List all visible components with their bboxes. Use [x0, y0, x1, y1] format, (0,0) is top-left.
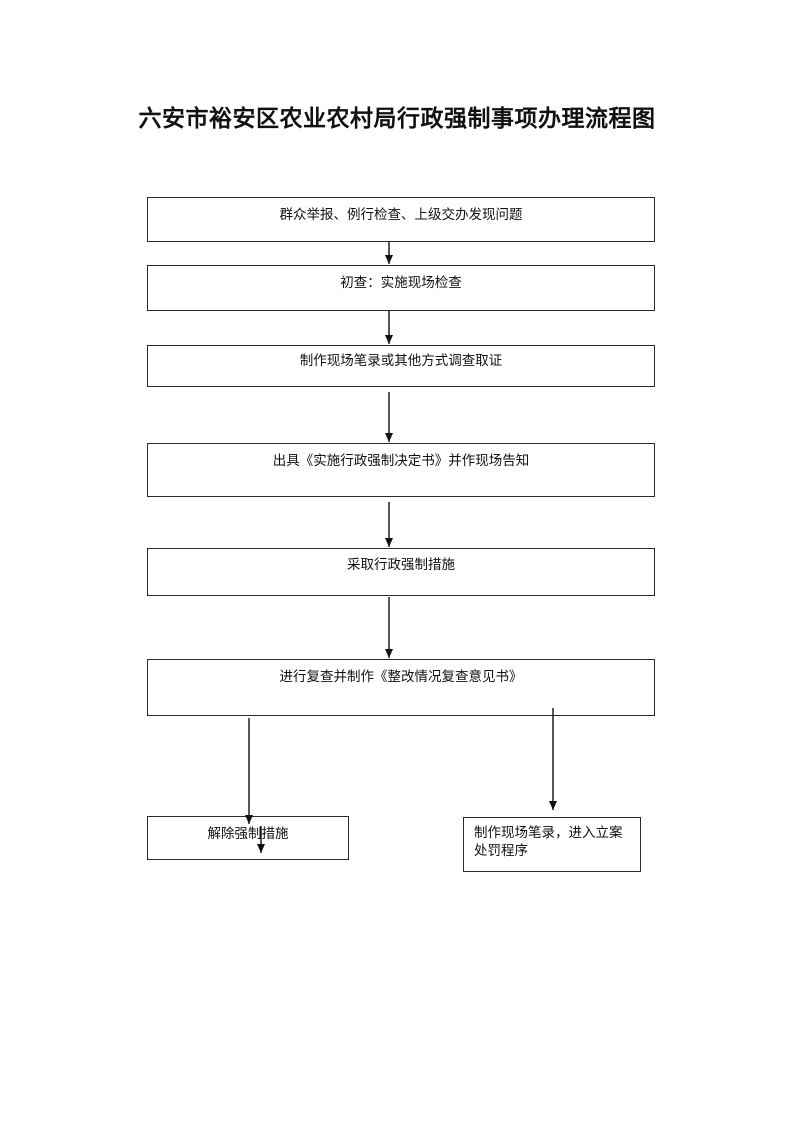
- step-initial-inspection: 初查：实施现场检查: [147, 265, 655, 311]
- step-label: 采取行政强制措施: [347, 557, 455, 573]
- outcome-lift-measures: 解除强制措施: [147, 816, 349, 860]
- outcome-penalty-procedure: 制作现场笔录，进入立案处罚程序: [463, 817, 641, 872]
- step-label: 进行复查并制作《整改情况复查意见书》: [279, 669, 523, 685]
- outcome-label: 制作现场笔录，进入立案处罚程序: [474, 825, 623, 859]
- step-review: 进行复查并制作《整改情况复查意见书》: [147, 659, 655, 716]
- step-label: 制作现场笔录或其他方式调查取证: [299, 353, 503, 369]
- outcome-label: 解除强制措施: [207, 826, 289, 842]
- page-title: 六安市裕安区农业农村局行政强制事项办理流程图: [138, 105, 656, 132]
- step-evidence-collection: 制作现场笔录或其他方式调查取证: [147, 345, 655, 387]
- step-report-discovery: 群众举报、例行检查、上级交办发现问题: [147, 197, 655, 242]
- step-issue-decision: 出具《实施行政强制决定书》并作现场告知: [147, 443, 655, 497]
- step-label: 出具《实施行政强制决定书》并作现场告知: [272, 453, 530, 469]
- step-label: 初查：实施现场检查: [340, 275, 462, 291]
- step-take-measures: 采取行政强制措施: [147, 548, 655, 596]
- step-label: 群众举报、例行检查、上级交办发现问题: [279, 207, 523, 223]
